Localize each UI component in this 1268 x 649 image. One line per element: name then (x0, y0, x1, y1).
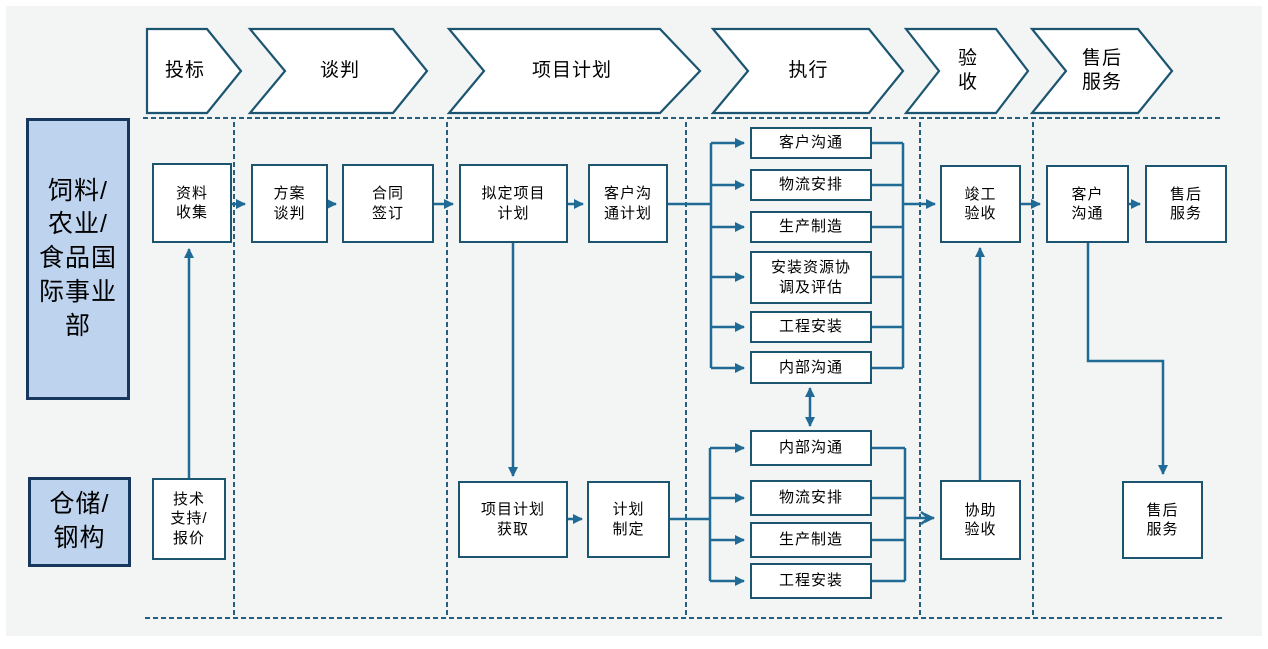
phase-chevron-negotiation (247, 27, 429, 115)
box-completion-acceptance: 竣工 验收 (940, 165, 1021, 243)
exec2-collector-line (872, 446, 907, 583)
flow-arrows (184, 138, 1168, 586)
box-after-sales-service-2: 售后 服务 (1122, 481, 1203, 559)
box-exec2-logistics: 物流安排 (750, 480, 872, 516)
exec2-branch-line (670, 448, 712, 581)
box-contract-signing: 合同 签订 (342, 164, 434, 243)
box-exec1-internal-comm: 内部沟通 (750, 351, 872, 384)
phase-chevrons (145, 27, 1174, 115)
lane-label-warehouse-steel: 仓储/ 钢构 (28, 477, 131, 567)
phase-chevron-project-planning (446, 27, 702, 115)
box-exec1-customer-comm: 客户沟通 (750, 127, 872, 159)
box-plan-make: 计划 制定 (587, 481, 670, 558)
box-exec1-logistics: 物流安排 (750, 169, 872, 201)
arrow-aftercomm-to-afterservice2 (1086, 243, 1168, 475)
phase-chevron-execution (710, 27, 905, 115)
exec1-collector-line (872, 141, 905, 370)
box-customer-comm-after: 客户 沟通 (1046, 165, 1129, 243)
box-exec2-production: 生产制造 (750, 522, 872, 558)
box-customer-comm-plan: 客户沟 通计划 (588, 164, 668, 243)
box-exec2-internal-comm: 内部沟通 (750, 430, 872, 466)
box-plan-obtain: 项目计划 获取 (458, 481, 568, 558)
lane-label-international-division: 饲料/ 农业/ 食品国 际事业 部 (26, 118, 130, 400)
box-exec1-engineering-install: 工程安装 (750, 311, 872, 343)
box-assist-acceptance: 协助 验收 (940, 480, 1021, 560)
phase-chevron-acceptance (903, 27, 1030, 115)
box-tech-support-quote: 技术 支持/ 报价 (152, 478, 226, 560)
phase-chevron-after-sales (1029, 27, 1174, 115)
box-proposal-negotiation: 方案 谈判 (251, 164, 328, 243)
phase-chevron-bidding (145, 27, 243, 115)
box-exec2-engineering-install: 工程安装 (750, 563, 872, 599)
box-after-sales-service: 售后 服务 (1145, 165, 1227, 243)
box-data-collection: 资料 收集 (152, 163, 232, 243)
exec1-branch-line (668, 143, 713, 368)
box-exec1-install-resource: 安装资源协 调及评估 (750, 251, 872, 304)
connector-lines (668, 141, 932, 583)
box-draft-project-plan: 拟定项目 计划 (459, 164, 568, 243)
box-exec1-production: 生产制造 (750, 211, 872, 243)
